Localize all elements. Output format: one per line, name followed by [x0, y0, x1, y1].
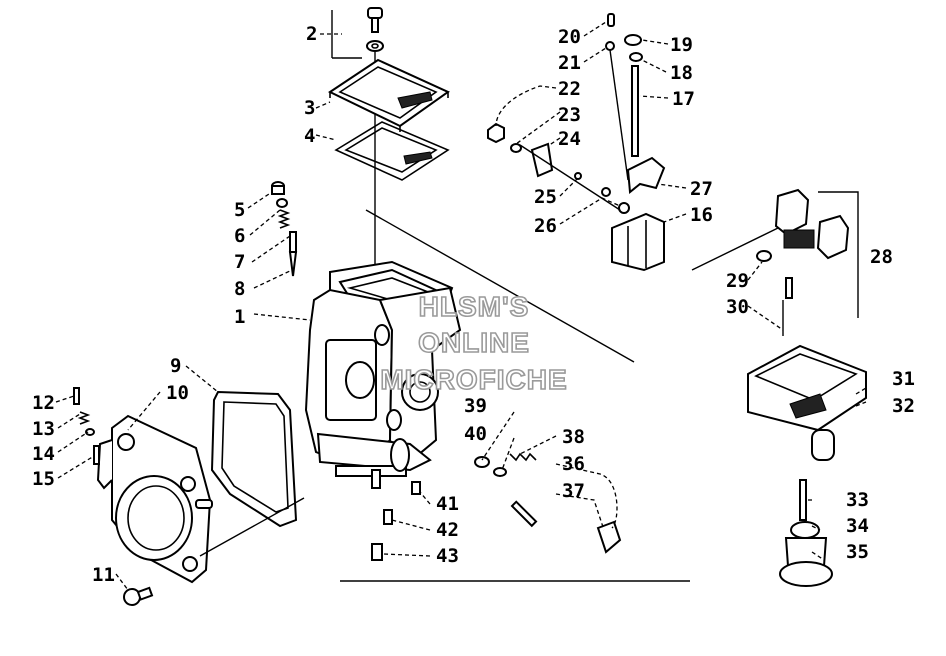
callout-16: 16 — [690, 204, 713, 226]
intake-flange-part — [96, 414, 213, 584]
float-assembly-part — [756, 188, 850, 336]
callout-29: 29 — [726, 270, 749, 292]
callout-21: 21 — [558, 52, 581, 74]
bottom-screws-part — [371, 481, 421, 561]
callout-40: 40 — [464, 423, 487, 445]
flange-screw-part — [123, 586, 154, 606]
callout-5: 5 — [234, 199, 245, 221]
callout-2: 2 — [306, 23, 317, 45]
callout-9: 9 — [170, 355, 181, 377]
callout-43: 43 — [436, 545, 459, 567]
callout-22: 22 — [558, 78, 581, 100]
callout-12: 12 — [32, 392, 55, 414]
throttle-lever-assembly-part — [487, 13, 666, 272]
carburetor-body-part — [304, 260, 462, 489]
callout-37: 37 — [562, 480, 585, 502]
callout-11: 11 — [92, 564, 115, 586]
callout-19: 19 — [670, 34, 693, 56]
callout-36: 36 — [562, 453, 585, 475]
callout-32: 32 — [892, 395, 915, 417]
leader-lines — [55, 21, 867, 591]
callout-25: 25 — [534, 186, 557, 208]
callout-18: 18 — [670, 62, 693, 84]
watermark-line-3: MICROFICHE — [380, 364, 567, 395]
callout-28: 28 — [870, 246, 893, 268]
callout-38: 38 — [562, 426, 585, 448]
callout-8: 8 — [234, 278, 245, 300]
callout-7: 7 — [234, 251, 245, 273]
callout-34: 34 — [846, 515, 869, 537]
callout-35: 35 — [846, 541, 869, 563]
callout-42: 42 — [436, 519, 459, 541]
callout-17: 17 — [672, 88, 695, 110]
top-screw-part — [366, 7, 384, 52]
callout-33: 33 — [846, 489, 869, 511]
callout-1: 1 — [234, 306, 245, 328]
callout-14: 14 — [32, 443, 55, 465]
callout-24: 24 — [558, 128, 581, 150]
callout-41: 41 — [436, 493, 459, 515]
callout-labels: 1 2 3 4 5 6 7 8 9 10 11 12 13 14 15 16 1… — [32, 23, 915, 586]
air-screw-assembly-part — [474, 452, 622, 554]
callout-13: 13 — [32, 418, 55, 440]
callout-27: 27 — [690, 178, 713, 200]
callout-15: 15 — [32, 468, 55, 490]
callout-23: 23 — [558, 104, 581, 126]
callout-26: 26 — [534, 215, 557, 237]
callout-10: 10 — [166, 382, 189, 404]
flange-gasket-part — [210, 390, 298, 528]
pilot-screw-assembly-part — [271, 181, 298, 277]
top-cover-part — [327, 58, 450, 132]
callout-39: 39 — [464, 395, 487, 417]
float-bowl-part — [747, 344, 867, 587]
parts-drawing — [55, 7, 867, 606]
callout-20: 20 — [558, 26, 581, 48]
watermark-line-2: ONLINE — [418, 327, 530, 358]
callout-4: 4 — [304, 125, 315, 147]
callout-3: 3 — [304, 97, 315, 119]
callout-6: 6 — [234, 225, 245, 247]
callout-30: 30 — [726, 296, 749, 318]
watermark-line-1: HLSM'S — [419, 291, 530, 322]
idle-screw-assembly-part — [73, 387, 100, 465]
top-gasket-part — [334, 121, 450, 181]
watermark: HLSM'S ONLINE MICROFICHE — [380, 290, 568, 396]
callout-31: 31 — [892, 368, 915, 390]
